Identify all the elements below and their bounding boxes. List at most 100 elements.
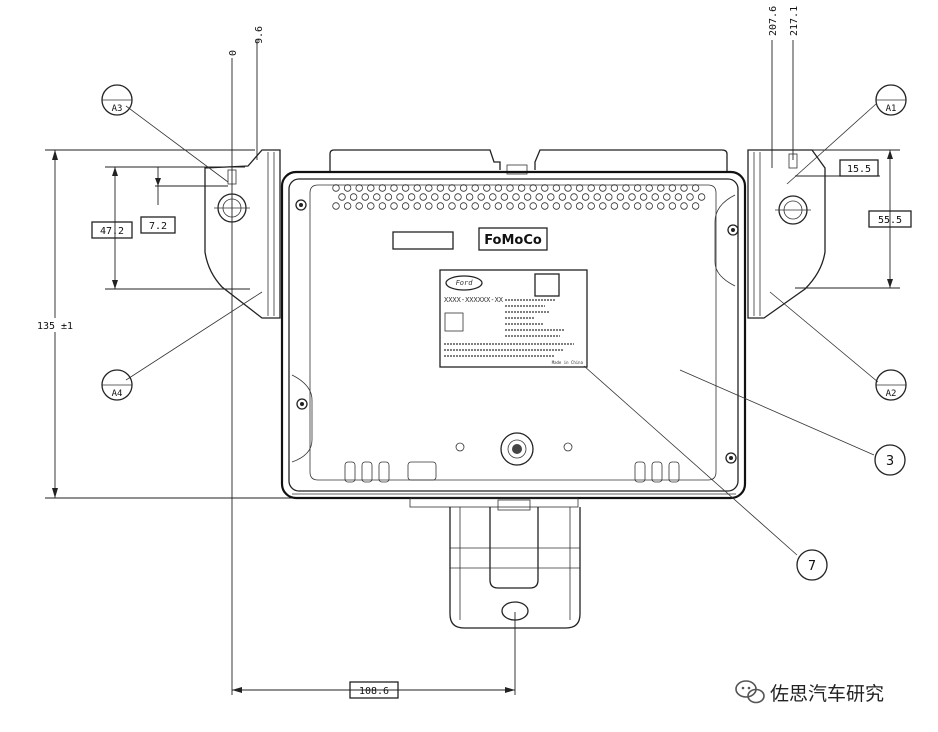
vent-hole	[500, 193, 509, 201]
vent-hole	[610, 202, 619, 210]
vent-hole	[599, 202, 607, 210]
svg-text:55.5: 55.5	[878, 215, 902, 226]
vent-hole	[680, 202, 688, 210]
callout-7: 7	[796, 549, 828, 581]
bottom-bracket	[409, 497, 581, 629]
vent-hole	[535, 193, 543, 201]
made-in-text: Made in China	[552, 360, 584, 365]
vent-hole	[570, 193, 578, 201]
vent-hole	[657, 184, 665, 192]
vent-hole	[680, 184, 688, 192]
vent-hole	[471, 202, 479, 210]
vent-hole	[448, 202, 456, 210]
vent-hole	[541, 184, 549, 192]
vent-hole	[668, 202, 677, 210]
callout-a4: A4	[101, 369, 133, 401]
vent-hole	[558, 193, 567, 201]
vent-hole	[489, 193, 497, 201]
vent-hole	[431, 193, 439, 201]
vent-hole	[581, 193, 590, 201]
vent-hole	[552, 184, 561, 192]
vent-holes	[332, 184, 706, 210]
vent-hole	[645, 202, 653, 210]
top-rail	[329, 149, 728, 175]
part-number-text: XXXX-XXXXXX-XX	[444, 296, 504, 304]
vent-hole	[419, 193, 427, 201]
right-mounting-bracket	[747, 149, 826, 319]
vent-hole	[691, 184, 700, 192]
dimension-lines	[52, 150, 893, 693]
dim-108-6-box: 108.6	[349, 681, 399, 699]
vent-hole	[459, 202, 468, 210]
vent-hole	[425, 184, 433, 192]
vent-hole	[599, 184, 607, 192]
vent-hole	[512, 193, 520, 201]
dim-15-5-box: 15.5	[839, 159, 879, 177]
vent-hole	[547, 193, 555, 201]
ford-logo-text: Ford	[456, 279, 474, 287]
left-mounting-bracket	[204, 149, 281, 319]
vent-hole	[407, 193, 416, 201]
svg-text:A4: A4	[112, 389, 123, 399]
dim-9-6: 9.6	[254, 26, 265, 44]
callout-3: 3	[874, 444, 906, 476]
vent-hole	[459, 184, 468, 192]
vent-hole	[605, 193, 613, 201]
watermark-text: 佐思汽车研究	[770, 683, 884, 705]
vent-hole	[564, 202, 572, 210]
svg-text:47.2: 47.2	[100, 226, 124, 237]
vent-hole	[401, 202, 410, 210]
vent-hole	[529, 184, 537, 192]
vent-hole	[413, 184, 421, 192]
vent-hole	[622, 184, 630, 192]
vent-hole	[587, 184, 595, 192]
vent-hole	[378, 184, 387, 192]
vent-hole	[494, 184, 503, 192]
vent-hole	[442, 193, 451, 201]
vent-hole	[355, 202, 363, 210]
vent-hole	[587, 202, 595, 210]
wechat-icon	[735, 680, 765, 704]
vent-hole	[494, 202, 503, 210]
dim-217-1: 217.1	[789, 6, 800, 36]
vent-hole	[674, 193, 683, 201]
dim-135-label: 135 ±1	[30, 318, 80, 332]
vent-hole	[332, 202, 340, 210]
vent-hole	[575, 202, 584, 210]
svg-text:135 ±1: 135 ±1	[37, 321, 73, 332]
vent-hole	[483, 202, 491, 210]
leader-lines	[125, 103, 879, 556]
vent-hole	[390, 202, 398, 210]
vent-hole	[361, 193, 369, 201]
callout-a1: A1	[875, 84, 907, 116]
dim-47-2-box: 47.2	[91, 221, 133, 239]
vent-hole	[436, 184, 445, 192]
dim-55-5-box: 55.5	[868, 210, 912, 228]
svg-text:A2: A2	[886, 389, 897, 399]
vent-hole	[454, 193, 462, 201]
vent-hole	[343, 184, 352, 192]
vent-hole	[657, 202, 665, 210]
vent-hole	[384, 193, 393, 201]
fomoco-text: FoMoCo	[484, 233, 542, 248]
vent-hole	[552, 202, 561, 210]
vent-hole	[697, 193, 706, 201]
vent-hole	[448, 184, 456, 192]
product-label: Ford XXXX-XXXXXX-XX Made in China	[439, 269, 588, 368]
vent-hole	[541, 202, 549, 210]
svg-text:3: 3	[886, 454, 894, 469]
vent-hole	[517, 184, 526, 192]
vent-hole	[691, 202, 700, 210]
vent-hole	[645, 184, 653, 192]
vent-hole	[651, 193, 659, 201]
vent-hole	[529, 202, 537, 210]
vent-hole	[401, 184, 410, 192]
vent-hole	[390, 184, 398, 192]
vent-hole	[436, 202, 445, 210]
vent-hole	[483, 184, 491, 192]
vent-hole	[564, 184, 572, 192]
svg-text:7.2: 7.2	[149, 221, 167, 232]
dim-207-6: 207.6	[768, 6, 779, 36]
